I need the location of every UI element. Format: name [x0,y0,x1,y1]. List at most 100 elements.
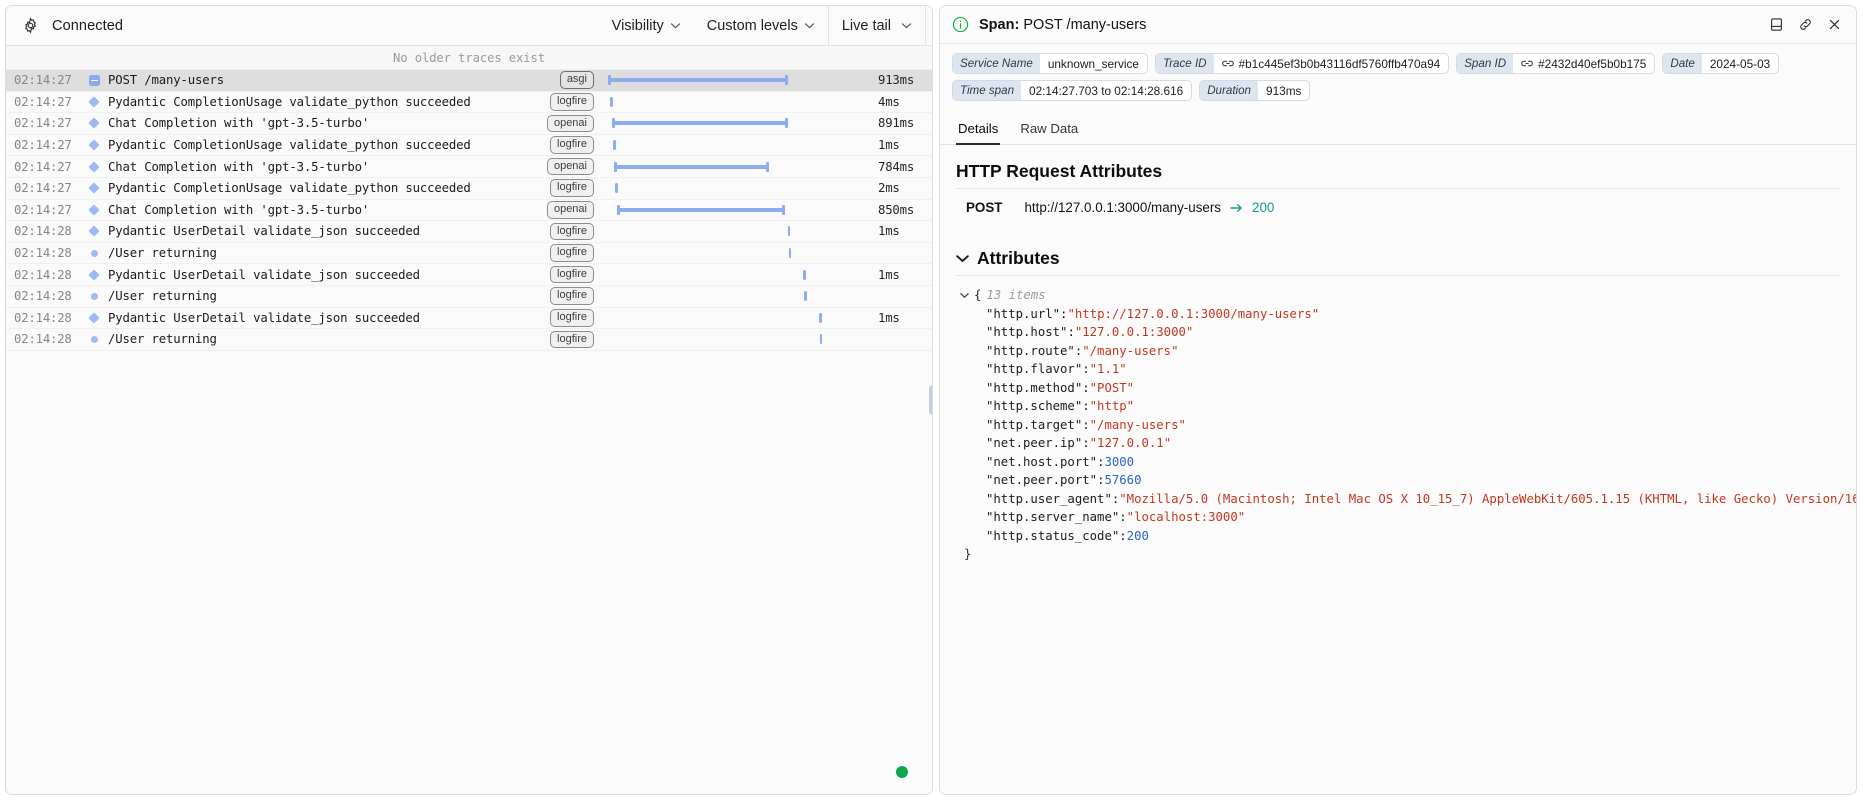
trace-row-tag-cell: logfire [494,179,604,197]
trace-row-tag[interactable]: logfire [550,223,594,241]
trace-row-tag[interactable]: openai [547,115,594,133]
trace-row-duration-bar [613,140,615,150]
metadata-chip[interactable]: Duration913ms [1199,80,1310,101]
trace-row-tag-cell: logfire [494,309,604,327]
metadata-chip-text: #b1c445ef3b0b43116df5760ffb470a94 [1239,57,1441,71]
json-attribute-value: "Mozilla/5.0 (Macintosh; Intel Mac OS X … [1119,492,1856,506]
trace-row-time: 02:14:28 [6,332,80,346]
trace-toolbar: Connected Visibility Custom levels Live … [6,6,932,46]
trace-row-bar-cell [604,135,872,156]
trace-row-time: 02:14:27 [6,116,80,130]
trace-row-time: 02:14:28 [6,224,80,238]
trace-row-tag[interactable]: logfire [550,93,594,111]
metadata-chip-value: #b1c445ef3b0b43116df5760ffb470a94 [1214,54,1449,73]
trace-row-message: Pydantic CompletionUsage validate_python… [108,95,494,109]
trace-row[interactable]: 02:14:27Chat Completion with 'gpt-3.5-tu… [6,156,932,178]
attributes-section-header[interactable]: Attributes [956,248,1840,269]
metadata-chip-text: #2432d40ef5b0b175 [1538,57,1646,71]
metadata-chip[interactable]: Time span02:14:27.703 to 02:14:28.616 [952,80,1192,101]
trace-row-tag[interactable]: logfire [550,179,594,197]
panel-layout-icon[interactable] [1769,17,1784,32]
tab-details[interactable]: Details [956,117,1000,145]
chevron-down-icon [901,22,912,29]
json-attribute-key: "http.scheme" [986,399,1082,413]
json-colon: : [1082,399,1089,413]
trace-row-time: 02:14:28 [6,246,80,260]
trace-row-duration: 784ms [872,160,932,174]
link-icon[interactable] [1798,17,1813,32]
trace-row[interactable]: 02:14:28Pydantic UserDetail validate_jso… [6,264,932,286]
trace-row-tag[interactable]: logfire [550,266,594,284]
span-metadata-row-1: Service Nameunknown_service Trace ID#b1c4… [952,53,1844,74]
trace-row[interactable]: 02:14:28/User returninglogfire [6,243,932,265]
expand-toggle-icon[interactable] [89,75,100,86]
trace-row[interactable]: 02:14:28Pydantic UserDetail validate_jso… [6,221,932,243]
trace-row[interactable]: 02:14:27Pydantic CompletionUsage validat… [6,135,932,157]
custom-levels-dropdown[interactable]: Custom levels [694,6,828,45]
close-icon[interactable] [1827,17,1842,32]
json-attribute-row: "http.url":"http://127.0.0.1:3000/many-u… [960,305,1840,324]
trace-row[interactable]: 02:14:27Pydantic CompletionUsage validat… [6,178,932,200]
json-attribute-key: "http.method" [986,381,1082,395]
trace-row-glyph [80,75,108,86]
metadata-chip-text: 02:14:27.703 to 02:14:28.616 [1029,84,1183,98]
json-attribute-value: "http://127.0.0.1:3000/many-users" [1067,307,1319,321]
trace-row-bar-cell [604,308,872,329]
gear-icon[interactable] [22,17,39,34]
grip-dots-icon [933,393,934,407]
span-detail-tabs: Details Raw Data [940,111,1856,145]
trace-row-glyph [80,250,108,257]
trace-row-tag[interactable]: logfire [550,244,594,262]
trace-row-tag[interactable]: logfire [550,309,594,327]
trace-row-tag[interactable]: openai [547,201,594,219]
metadata-chip[interactable]: Date2024-05-03 [1662,53,1779,74]
metadata-chip[interactable]: Span ID#2432d40ef5b0b175 [1456,53,1655,74]
trace-row-tag[interactable]: logfire [550,331,594,349]
live-tail-dropdown[interactable]: Live tail [829,6,925,45]
json-attribute-value: "127.0.0.1" [1090,436,1171,450]
panel-resize-handle[interactable] [929,385,933,415]
trace-row-tag[interactable]: logfire [550,287,594,305]
trace-row[interactable]: 02:14:27Chat Completion with 'gpt-3.5-tu… [6,200,932,222]
json-root-toggle[interactable]: { 13 items [960,286,1840,305]
custom-levels-label: Custom levels [707,18,798,34]
trace-row-glyph [80,271,108,279]
trace-row-tag-cell: logfire [494,331,604,349]
json-attribute-row: "net.peer.port":57660 [960,471,1840,490]
trace-row-duration-bar [789,248,792,258]
trace-row-glyph [80,206,108,214]
json-attribute-key: "net.host.port" [986,455,1097,469]
json-colon: : [1119,529,1126,543]
visibility-dropdown[interactable]: Visibility [599,6,694,45]
attributes-json-viewer: { 13 items "http.url":"http://127.0.0.1:… [956,275,1840,564]
trace-row-duration: 1ms [872,138,932,152]
span-title: Span: POST /many-users [979,17,1146,33]
trace-row-tag[interactable]: logfire [550,136,594,154]
metadata-chip[interactable]: Trace ID#b1c445ef3b0b43116df5760ffb470a9… [1155,53,1449,74]
metadata-chip[interactable]: Service Nameunknown_service [952,53,1148,74]
trace-row[interactable]: 02:14:27POST /many-usersasgi913ms [6,70,932,92]
trace-row[interactable]: 02:14:28/User returninglogfire [6,286,932,308]
toolbar-actions: Visibility Custom levels Live tail [599,6,926,45]
trace-row-tag-cell: logfire [494,244,604,262]
json-attribute-value: "127.0.0.1:3000" [1075,325,1193,339]
trace-row-tag[interactable]: openai [547,158,594,176]
trace-row-message: Chat Completion with 'gpt-3.5-turbo' [108,203,494,217]
span-detail-body: HTTP Request Attributes POST http://127.… [940,145,1856,794]
connection-status-label: Connected [52,18,123,34]
trace-rows-container: 02:14:27POST /many-usersasgi913ms02:14:2… [6,70,932,794]
json-attribute-value: 3000 [1104,455,1134,469]
trace-row[interactable]: 02:14:28Pydantic UserDetail validate_jso… [6,308,932,330]
trace-row[interactable]: 02:14:27Pydantic CompletionUsage validat… [6,92,932,114]
trace-row-duration: 4ms [872,95,932,109]
http-url: http://127.0.0.1:3000/many-users [1024,200,1221,215]
trace-row-duration-bar [803,270,806,280]
json-attribute-value: "http" [1090,399,1134,413]
trace-row-duration-bar [819,313,822,323]
trace-row[interactable]: 02:14:27Chat Completion with 'gpt-3.5-tu… [6,113,932,135]
tab-raw-data[interactable]: Raw Data [1018,117,1080,145]
span-metadata: Service Nameunknown_service Trace ID#b1c4… [940,44,1856,107]
trace-row[interactable]: 02:14:28/User returninglogfire [6,329,932,351]
trace-row-tag[interactable]: asgi [560,71,594,89]
